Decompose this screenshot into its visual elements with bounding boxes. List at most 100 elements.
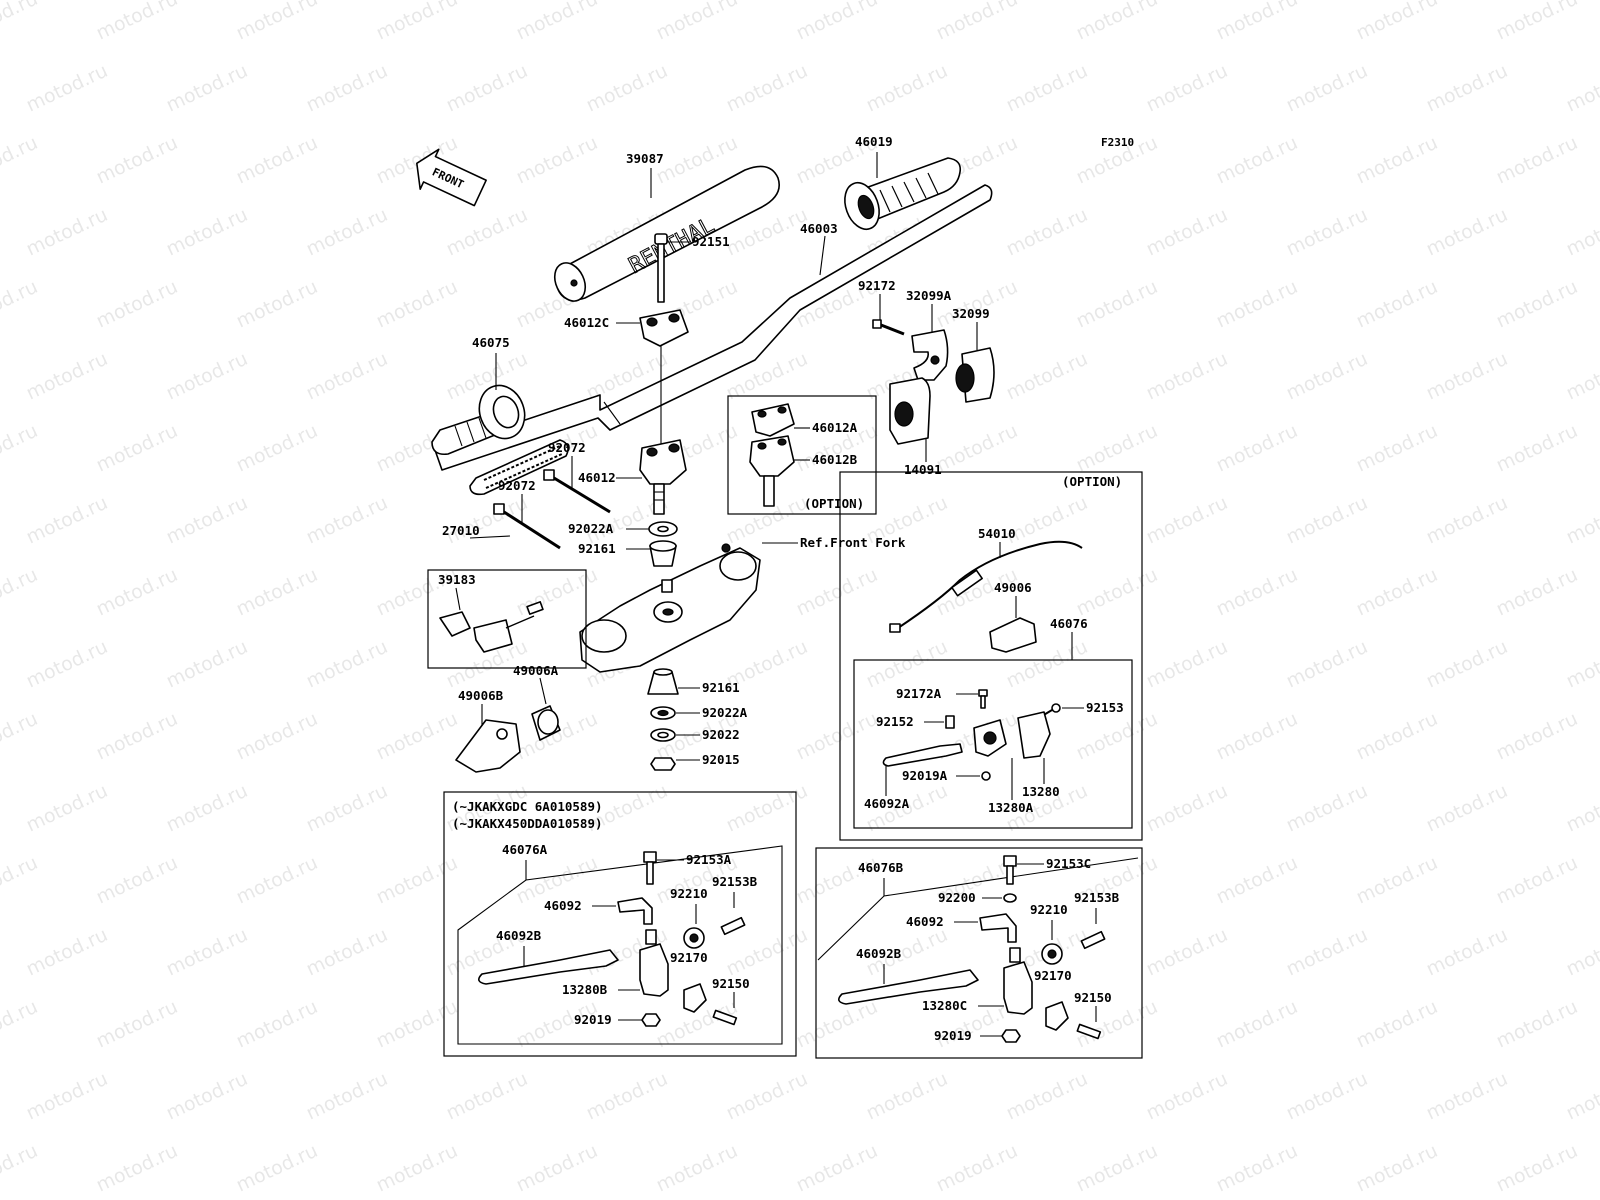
- label-92153B-right: 92153B: [1074, 890, 1120, 905]
- watermark-text: motod.ru: [513, 1140, 601, 1197]
- watermark-text: motod.ru: [1563, 780, 1600, 837]
- watermark-text: motod.ru: [1283, 1068, 1371, 1125]
- watermark-text: motod.ru: [373, 708, 461, 765]
- left-grip: [431, 384, 526, 456]
- label-92150-right: 92150: [1074, 990, 1112, 1005]
- washer-92200: [1003, 893, 1017, 903]
- box-39183: [427, 569, 587, 669]
- watermark-text: motod.ru: [1493, 1140, 1581, 1197]
- pivot-46092-left: [617, 897, 653, 925]
- label-92151: 92151: [692, 234, 730, 249]
- label-92170-right: 92170: [1034, 968, 1072, 983]
- box-46076b: [815, 847, 1143, 1059]
- bar-end-grip: [469, 439, 569, 496]
- watermark-text: motod.ru: [1423, 924, 1511, 981]
- watermark-text: motod.ru: [1283, 924, 1371, 981]
- watermark-text: motod.ru: [793, 564, 881, 621]
- label-92153A: 92153A: [686, 852, 732, 867]
- label-49006: 49006: [994, 580, 1032, 595]
- watermark-text: motod.ru: [163, 60, 251, 117]
- watermark-text: motod.ru: [1283, 492, 1371, 549]
- watermark-text: motod.ru: [1003, 492, 1091, 549]
- bushing-92210-left: [683, 927, 705, 949]
- screw-92172a: [978, 689, 988, 709]
- nut-92015: [650, 757, 676, 771]
- watermark-text: motod.ru: [653, 0, 741, 45]
- watermark-text: motod.ru: [1423, 492, 1511, 549]
- washer-92022a-bottom: [650, 706, 676, 720]
- option-label-clamps: (OPTION): [804, 496, 864, 511]
- watermark-text: motod.ru: [443, 1068, 531, 1125]
- watermark-text: motod.ru: [0, 132, 41, 189]
- watermark-text: motod.ru: [1143, 1068, 1231, 1125]
- bolt-92153b-right: [1080, 930, 1106, 950]
- watermark-text: motod.ru: [1143, 348, 1231, 405]
- label-32099A: 32099A: [906, 288, 952, 303]
- watermark-text: motod.ru: [0, 564, 41, 621]
- watermark-text: motod.ru: [1353, 420, 1441, 477]
- label-46012A: 46012A: [812, 420, 858, 435]
- label-92172: 92172: [858, 278, 896, 293]
- label-49006A: 49006A: [513, 663, 559, 678]
- watermark-text: motod.ru: [1283, 780, 1371, 837]
- label-49006B: 49006B: [458, 688, 504, 703]
- watermark-text: motod.ru: [93, 276, 181, 333]
- label-13280A: 13280A: [988, 800, 1034, 815]
- label-92210-left: 92210: [670, 886, 708, 901]
- watermark-text: motod.ru: [303, 60, 391, 117]
- bolt-92153a: [643, 851, 657, 885]
- watermark-text: motod.ru: [1213, 420, 1301, 477]
- watermark-text: motod.ru: [1493, 420, 1581, 477]
- bolt-92150-left: [712, 1009, 738, 1026]
- watermark-text: motod.ru: [583, 1068, 671, 1125]
- watermark-text: motod.ru: [93, 1140, 181, 1197]
- watermark-text: motod.ru: [373, 996, 461, 1053]
- label-32099: 32099: [952, 306, 990, 321]
- watermark-text: motod.ru: [1423, 60, 1511, 117]
- watermark-text: motod.ru: [1213, 996, 1301, 1053]
- watermark-text: motod.ru: [233, 1140, 321, 1197]
- watermark-text: motod.ru: [933, 420, 1021, 477]
- watermark-text: motod.ru: [1003, 204, 1091, 261]
- watermark-text: motod.ru: [1283, 204, 1371, 261]
- watermark-text: motod.ru: [1563, 204, 1600, 261]
- watermark-text: motod.ru: [1143, 492, 1231, 549]
- watermark-text: motod.ru: [163, 924, 251, 981]
- housing-32099: [955, 347, 995, 403]
- label-ref-front-fork: Ref.Front Fork: [800, 535, 906, 550]
- watermark-text: motod.ru: [1213, 276, 1301, 333]
- watermark-text: motod.ru: [443, 60, 531, 117]
- label-92022: 92022: [702, 727, 740, 742]
- watermark-text: motod.ru: [303, 1068, 391, 1125]
- subassembly-outline-a: [457, 845, 783, 1045]
- watermark-text: motod.ru: [1073, 276, 1161, 333]
- watermark-text: motod.ru: [1283, 348, 1371, 405]
- label-92172A: 92172A: [896, 686, 942, 701]
- watermark-text: motod.ru: [723, 60, 811, 117]
- watermark-text: motod.ru: [373, 1140, 461, 1197]
- damper-92161-bottom: [647, 668, 679, 695]
- watermark-text: motod.ru: [513, 132, 601, 189]
- watermark-text: motod.ru: [1073, 0, 1161, 45]
- watermark-text: motod.ru: [23, 780, 111, 837]
- screw-92172: [872, 319, 905, 336]
- pivot-46092-right: [979, 913, 1017, 943]
- watermark-text: motod.ru: [233, 996, 321, 1053]
- label-39183: 39183: [438, 572, 476, 587]
- watermark-text: motod.ru: [23, 492, 111, 549]
- watermark-text: motod.ru: [233, 852, 321, 909]
- watermark-text: motod.ru: [303, 204, 391, 261]
- label-46012B: 46012B: [812, 452, 858, 467]
- label-39087: 39087: [626, 151, 664, 166]
- watermark-text: motod.ru: [23, 1068, 111, 1125]
- label-92210-right: 92210: [1030, 902, 1068, 917]
- label-13280B: 13280B: [562, 982, 608, 997]
- watermark-text: motod.ru: [1213, 1140, 1301, 1197]
- watermark-text: motod.ru: [373, 276, 461, 333]
- watermark-text: motod.ru: [23, 204, 111, 261]
- throttle-housing-14091: [889, 377, 931, 445]
- bracket-13280b: [639, 929, 707, 1013]
- label-46092B-right: 46092B: [856, 946, 902, 961]
- watermark-text: motod.ru: [233, 276, 321, 333]
- handlebar: [434, 184, 993, 471]
